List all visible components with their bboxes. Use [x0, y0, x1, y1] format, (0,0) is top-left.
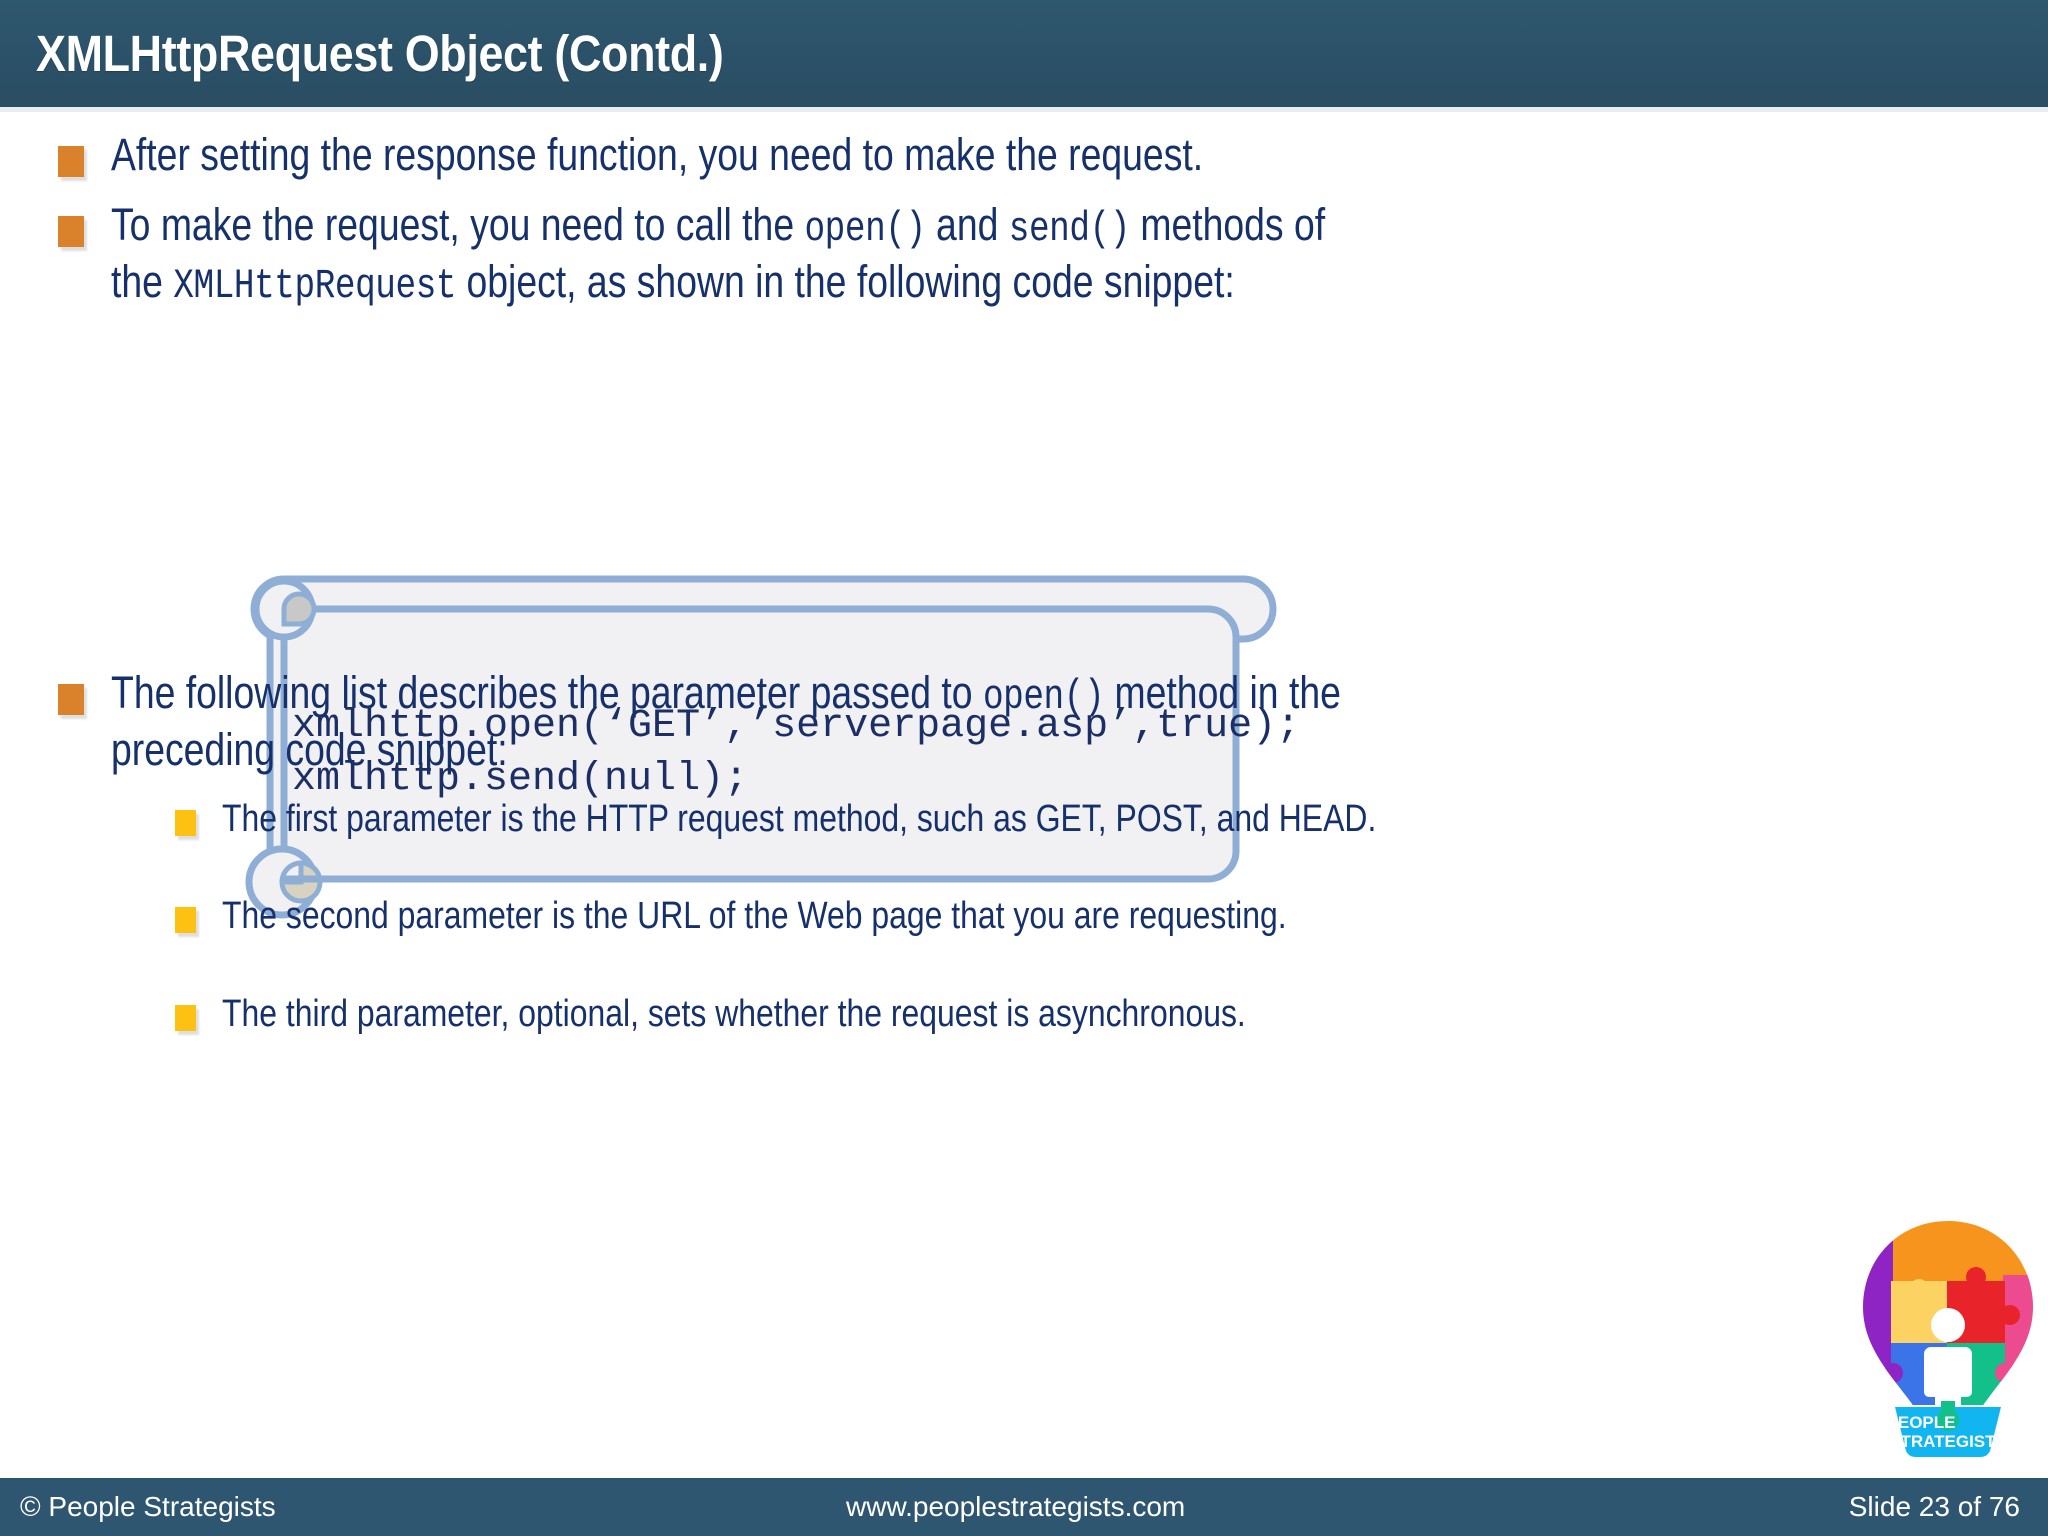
square-bullet-icon — [175, 907, 196, 933]
slide-title-bar: XMLHttpRequest Object (Contd.) — [0, 0, 2048, 107]
sub-bullet-text-2: The second parameter is the URL of the W… — [222, 895, 1287, 937]
code-send-call: send() — [1008, 207, 1131, 253]
square-bullet-icon — [58, 216, 84, 247]
code-open-call: open() — [804, 207, 926, 253]
bullet-text-1: After setting the response function, you… — [111, 128, 1203, 181]
bullet-3-line-2: preceding code snippet: — [111, 723, 508, 775]
code-xmlhttprequest: XMLHttpRequest — [173, 263, 457, 310]
bullet-2-line-1: To make the request, you need to call th… — [111, 198, 1325, 255]
bullet-item-3: The following list describes the paramet… — [58, 666, 2018, 776]
sub-bullet-item-1: The first parameter is the HTTP request … — [175, 797, 2025, 843]
bullet-3-line-1: The following list describes the paramet… — [111, 666, 1341, 723]
page-title: XMLHttpRequest Object (Contd.) — [36, 25, 724, 82]
square-bullet-icon — [175, 810, 196, 836]
sub-bullet-text-3: The third parameter, optional, sets whet… — [222, 993, 1246, 1035]
bullet-2-seg-d: the — [111, 255, 174, 307]
bullet-3-seg-a: The following list describes the paramet… — [111, 667, 983, 718]
logo-line-1: PEOPLE — [1887, 1413, 1956, 1432]
people-strategists-logo: PEOPLE STRATEGISTS — [1853, 1215, 2043, 1460]
footer-website: www.peoplestrategists.com — [846, 1491, 1186, 1522]
code-open-call-2: open() — [982, 675, 1105, 721]
slide-body: After setting the response function, you… — [0, 112, 2048, 1478]
puzzle-lightbulb-logo-icon: PEOPLE STRATEGISTS — [1863, 1221, 2033, 1457]
bullet-item-2: To make the request, you need to call th… — [58, 198, 2008, 312]
bullet-2-seg-c: methods of — [1129, 199, 1326, 250]
code-snippet-scroll: xmlhttp.open(‘GET’,’serverpage.asp’,true… — [245, 549, 1300, 919]
code-snippet-text: xmlhttp.open(‘GET’,’serverpage.asp’,true… — [292, 704, 1301, 802]
bullet-text-2: To make the request, you need to call th… — [111, 198, 1325, 312]
title-divider — [0, 107, 2048, 112]
sub-bullet-text-1: The first parameter is the HTTP request … — [222, 798, 1377, 840]
footer-slide-number: Slide 23 of 76 — [1848, 1491, 2020, 1522]
sub-bullet-item-3: The third parameter, optional, sets whet… — [175, 992, 2025, 1038]
square-bullet-icon — [58, 146, 84, 177]
bullet-2-line-2: the XMLHttpRequest object, as shown in t… — [111, 255, 1325, 312]
bullet-1-line-1: After setting the response function, you… — [111, 129, 1204, 180]
slide-footer: © People Strategists www.peoplestrategis… — [0, 1478, 2048, 1536]
sub-bullet-item-2: The second parameter is the URL of the W… — [175, 894, 2025, 940]
logo-line-2: STRATEGISTS — [1889, 1432, 2007, 1451]
bullet-item-1: After setting the response function, you… — [58, 128, 1958, 181]
footer-copyright: © People Strategists — [20, 1491, 276, 1522]
bullet-2-seg-e: object, as shown in the following code s… — [456, 255, 1235, 307]
bullet-2-seg-a: To make the request, you need to call th… — [111, 199, 805, 250]
bullet-3-seg-b: method in the — [1104, 667, 1341, 718]
square-bullet-icon — [58, 684, 84, 715]
scroll-shape-icon — [245, 575, 1277, 919]
bullet-text-3: The following list describes the paramet… — [111, 666, 1341, 776]
square-bullet-icon — [175, 1005, 196, 1031]
bullet-2-seg-b: and — [925, 199, 1009, 250]
